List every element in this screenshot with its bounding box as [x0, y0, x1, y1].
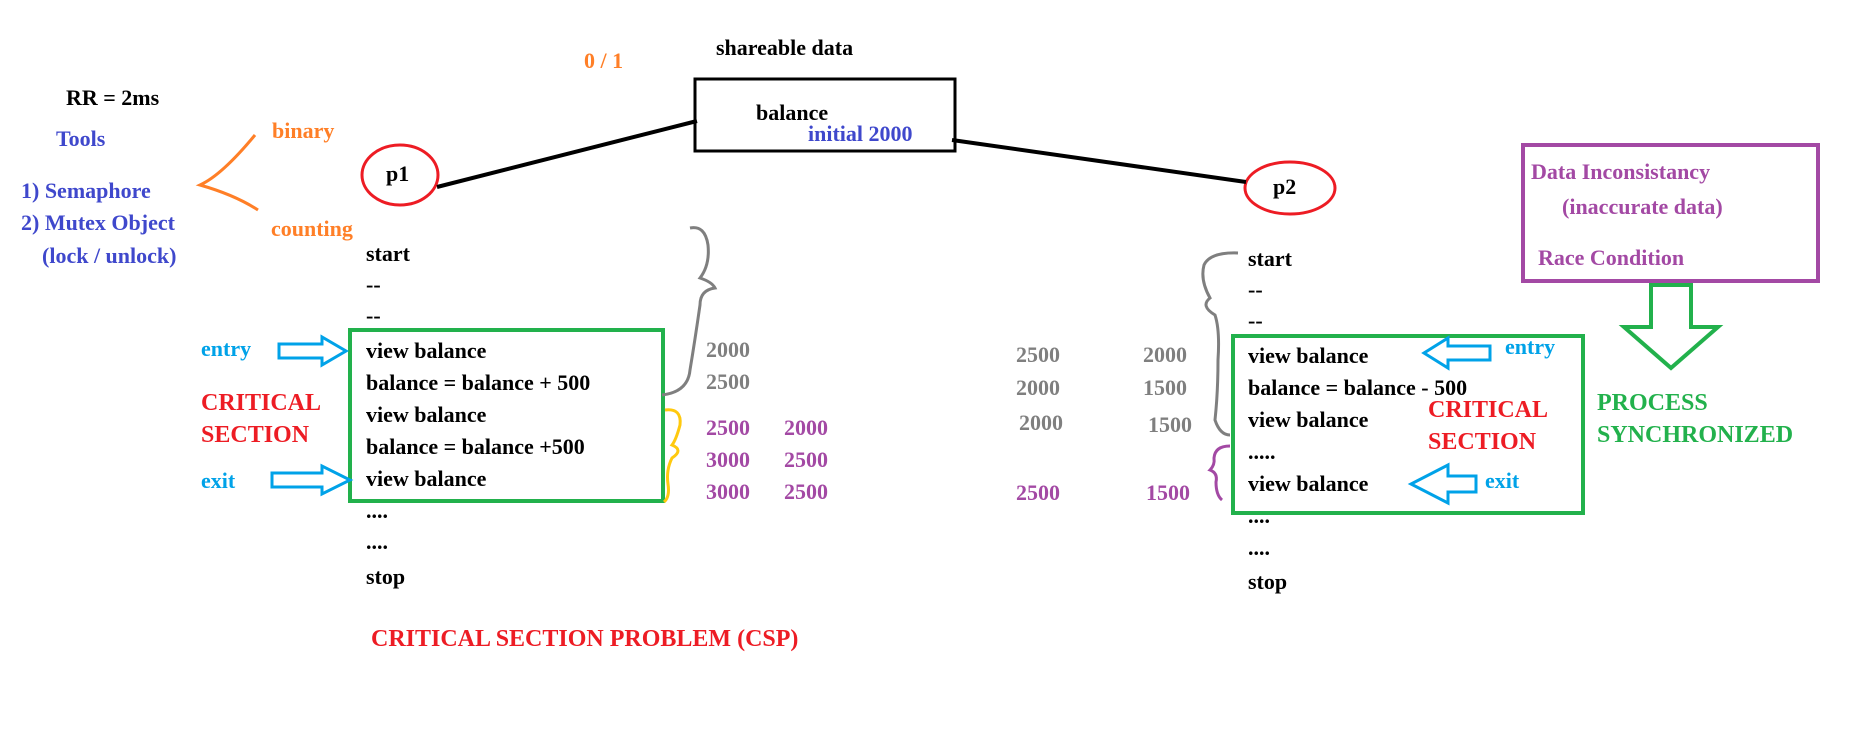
p1-purple-a-3: 3000	[706, 479, 750, 504]
p1-purple-b-2: 2500	[784, 447, 828, 472]
p1-purple-a-2: 3000	[706, 447, 750, 472]
branch-counting: counting	[271, 216, 353, 241]
p2-col-b-1: 2000	[1143, 342, 1187, 367]
p2-col-b-3: 1500	[1148, 412, 1192, 437]
p1-critical-box	[348, 328, 665, 503]
p1-line-dots-2: ....	[366, 529, 388, 554]
p1-entry-arrow-icon	[277, 334, 349, 368]
p2-line-dash-1: --	[1248, 277, 1263, 302]
process-p1-label: p1	[386, 161, 410, 186]
p2-exit-label: exit	[1485, 468, 1520, 493]
tool-lock-unlock: (lock / unlock)	[42, 243, 177, 268]
p2-ellipse	[1243, 160, 1337, 216]
p2-exit-arrow-icon	[1407, 462, 1478, 506]
p2-col-b-2: 1500	[1143, 375, 1187, 400]
p1-purple-a-1: 2500	[706, 415, 750, 440]
p1-gray-brace	[661, 226, 718, 397]
p1-purple-b-3: 2500	[784, 479, 828, 504]
inaccurate-data-label: (inaccurate data)	[1562, 194, 1723, 219]
p1-cs-line-2: balance = balance + 500	[366, 370, 591, 395]
p2-entry-label: entry	[1505, 334, 1556, 359]
data-inconsistancy-label: Data Inconsistancy	[1531, 159, 1711, 184]
branch-binary: binary	[272, 118, 335, 143]
p2-entry-arrow-icon	[1421, 335, 1492, 371]
p1-purple-b-1: 2000	[784, 415, 828, 440]
p1-entry-label: entry	[201, 336, 252, 361]
p2-cs-line-3: view balance	[1248, 407, 1369, 432]
p1-line-start: start	[366, 241, 410, 266]
p2-line-start: start	[1248, 246, 1292, 271]
rr-label: RR = 2ms	[66, 85, 160, 110]
p2-col-a-1: 2500	[1016, 342, 1060, 367]
p2-line-dots-2: ....	[1248, 535, 1270, 560]
p1-exit-arrow-icon	[270, 463, 354, 497]
process-sync-label-2: SYNCHRONIZED	[1597, 422, 1794, 448]
p2-col-a-4: 2500	[1016, 480, 1060, 505]
p2-cs-line-5: view balance	[1248, 471, 1369, 496]
race-condition-label: Race Condition	[1538, 245, 1685, 270]
p2-connector	[951, 138, 1247, 184]
race-condition-box	[1521, 143, 1820, 283]
p2-cs-label-2: SECTION	[1428, 429, 1537, 455]
down-arrow-icon	[1618, 283, 1724, 371]
p1-cs-line-3: view balance	[366, 402, 487, 427]
p1-cs-label-2: SECTION	[201, 422, 310, 448]
p1-line-dots-1: ....	[366, 498, 388, 523]
csp-title: CRITICAL SECTION PROBLEM (CSP)	[371, 626, 799, 652]
p2-col-a-2: 2000	[1016, 375, 1060, 400]
p2-critical-box	[1231, 334, 1585, 515]
tools-title: Tools	[56, 126, 106, 151]
p1-connector	[436, 119, 698, 189]
p1-cs-line-5: view balance	[366, 466, 487, 491]
p1-gray-value-1: 2000	[706, 337, 750, 362]
p1-line-dash-2: --	[366, 303, 381, 328]
p1-yellow-brace	[662, 408, 682, 504]
p2-gray-brace	[1201, 251, 1239, 437]
p2-line-dash-2: --	[1248, 308, 1263, 333]
tool-mutex: 2) Mutex Object	[21, 210, 175, 235]
p2-col-a-3: 2000	[1019, 410, 1063, 435]
p1-cs-line-4: balance = balance +500	[366, 434, 585, 459]
balance-label: balance	[756, 100, 829, 125]
semaphore-value: 0 / 1	[584, 48, 624, 73]
initial-balance: initial 2000	[808, 121, 913, 146]
process-p2-label: p2	[1273, 174, 1297, 199]
p2-line-stop: stop	[1248, 569, 1288, 594]
p1-line-dash-1: --	[366, 272, 381, 297]
p1-exit-label: exit	[201, 468, 236, 493]
tool-semaphore: 1) Semaphore	[21, 178, 151, 203]
tools-branch	[195, 134, 259, 212]
p2-col-b-4: 1500	[1146, 480, 1190, 505]
p1-line-stop: stop	[366, 564, 406, 589]
shareable-data-box	[693, 77, 957, 153]
shareable-data-title: shareable data	[716, 35, 854, 60]
p1-ellipse	[360, 143, 440, 207]
p1-gray-value-2: 2500	[706, 369, 750, 394]
p1-cs-line-1: view balance	[366, 338, 487, 363]
process-sync-label-1: PROCESS	[1597, 390, 1708, 416]
p2-cs-line-4: .....	[1248, 439, 1276, 464]
p2-purple-brace	[1207, 444, 1231, 502]
p1-cs-label-1: CRITICAL	[201, 390, 322, 416]
p2-cs-line-1: view balance	[1248, 343, 1369, 368]
p2-cs-line-2: balance = balance - 500	[1248, 375, 1468, 400]
p2-cs-label-1: CRITICAL	[1428, 397, 1549, 423]
p2-line-dots-1: ....	[1248, 503, 1270, 528]
